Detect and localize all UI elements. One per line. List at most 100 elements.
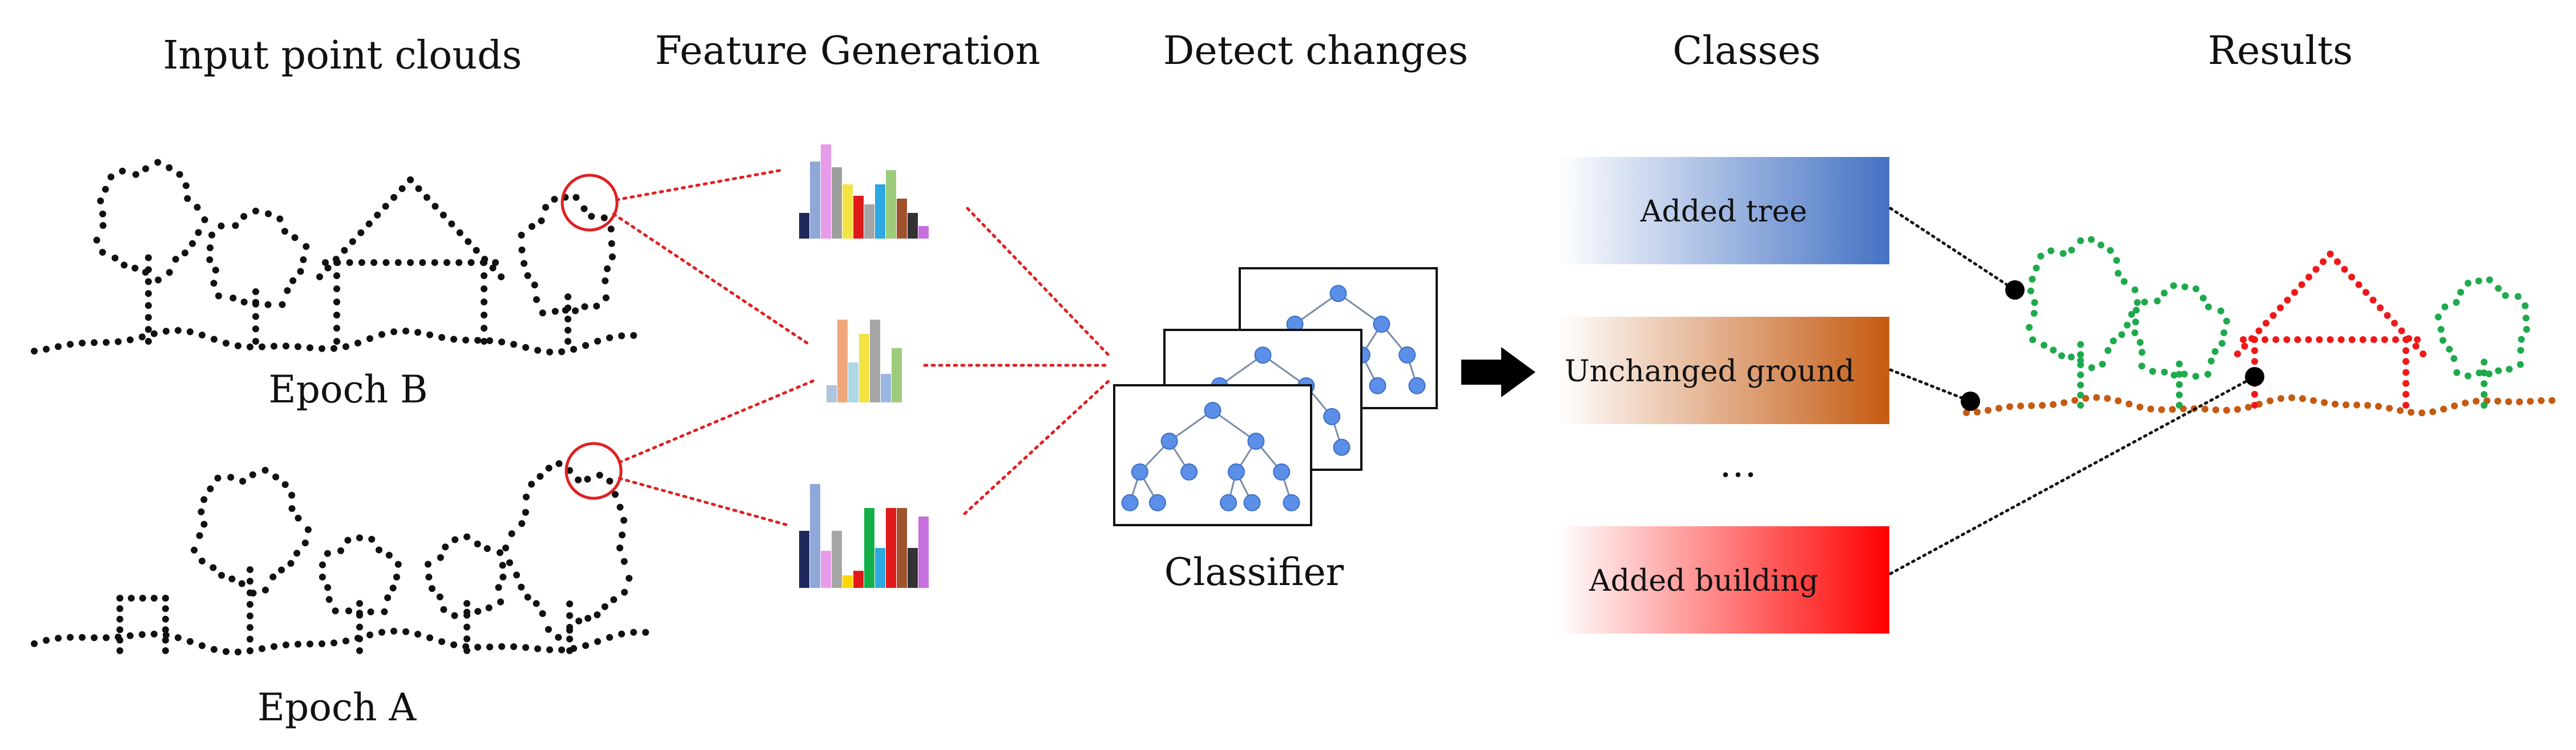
point (607, 225, 615, 233)
point (608, 240, 615, 247)
right-arrow-icon (1461, 347, 1535, 397)
point (145, 326, 152, 333)
point (332, 256, 340, 263)
tree-node (1323, 408, 1341, 425)
point (199, 642, 205, 650)
histogram-bar (892, 348, 902, 402)
point (2220, 329, 2228, 336)
point (1996, 405, 2002, 412)
point (2343, 401, 2349, 409)
class-box-added-building (1558, 526, 1889, 634)
point (481, 325, 487, 332)
point (272, 473, 280, 481)
point (322, 259, 329, 266)
point (496, 549, 503, 557)
point (187, 328, 193, 336)
point (2050, 401, 2057, 408)
point (594, 638, 601, 645)
point (2134, 299, 2141, 306)
point (2030, 309, 2038, 317)
point (120, 261, 128, 269)
point (293, 550, 301, 557)
point (2241, 342, 2248, 350)
tree-edge (1168, 409, 1214, 442)
point (131, 264, 139, 272)
point (301, 539, 309, 547)
point (2118, 331, 2126, 338)
point (2248, 335, 2255, 342)
point (603, 265, 611, 272)
point (2402, 402, 2409, 409)
point (394, 561, 402, 568)
point (184, 195, 191, 202)
point (2418, 409, 2425, 417)
point (247, 612, 253, 620)
point (116, 647, 123, 654)
point (289, 277, 297, 284)
point (419, 259, 426, 266)
tree-node (1283, 494, 1300, 511)
epoch-b-point-cloud (31, 159, 637, 356)
point (247, 566, 253, 573)
class-label-unchanged-ground: Unchanged ground (1565, 354, 1855, 389)
point (2077, 361, 2084, 368)
histogram-bar (897, 508, 907, 588)
point (2040, 341, 2047, 349)
histogram-bar (908, 213, 918, 239)
point (2283, 336, 2291, 343)
tree-node (1131, 463, 1148, 481)
point (610, 596, 618, 603)
point (572, 307, 579, 314)
point (2462, 400, 2469, 406)
point (2408, 409, 2414, 416)
point (438, 638, 445, 646)
point (333, 338, 340, 345)
point (319, 574, 326, 580)
point (438, 334, 445, 341)
point (581, 303, 588, 311)
point (2386, 405, 2393, 412)
point (381, 608, 388, 615)
point (249, 471, 256, 478)
point (2136, 404, 2143, 411)
point (2234, 406, 2241, 413)
point (518, 520, 526, 527)
point (342, 343, 349, 350)
point (295, 343, 301, 350)
point (2327, 336, 2334, 343)
point (2234, 350, 2241, 357)
point (2377, 304, 2384, 312)
point (534, 346, 541, 354)
histogram-bar (918, 226, 929, 239)
point (463, 600, 470, 607)
point (474, 643, 481, 651)
point (463, 611, 470, 619)
point (566, 647, 573, 654)
point (139, 333, 146, 341)
point (602, 294, 610, 301)
point (2420, 350, 2426, 357)
point (426, 331, 433, 338)
class-label-added-tree: Added tree (1640, 195, 1807, 229)
point (463, 623, 470, 631)
point (2251, 347, 2258, 354)
point (558, 348, 565, 356)
epoch-a-highlight-circle (565, 442, 623, 500)
point (284, 287, 291, 295)
histogram-bar (918, 517, 929, 588)
point (116, 605, 123, 612)
point (486, 643, 493, 651)
tree-node (1254, 346, 1272, 364)
point (565, 316, 571, 322)
point (2067, 353, 2075, 361)
point (2107, 247, 2114, 254)
point (436, 593, 444, 600)
point (442, 543, 449, 551)
point (264, 301, 272, 308)
point (341, 247, 348, 254)
point (259, 343, 265, 350)
point (333, 285, 340, 292)
point (510, 341, 517, 348)
point (2136, 338, 2144, 346)
point (215, 292, 222, 300)
